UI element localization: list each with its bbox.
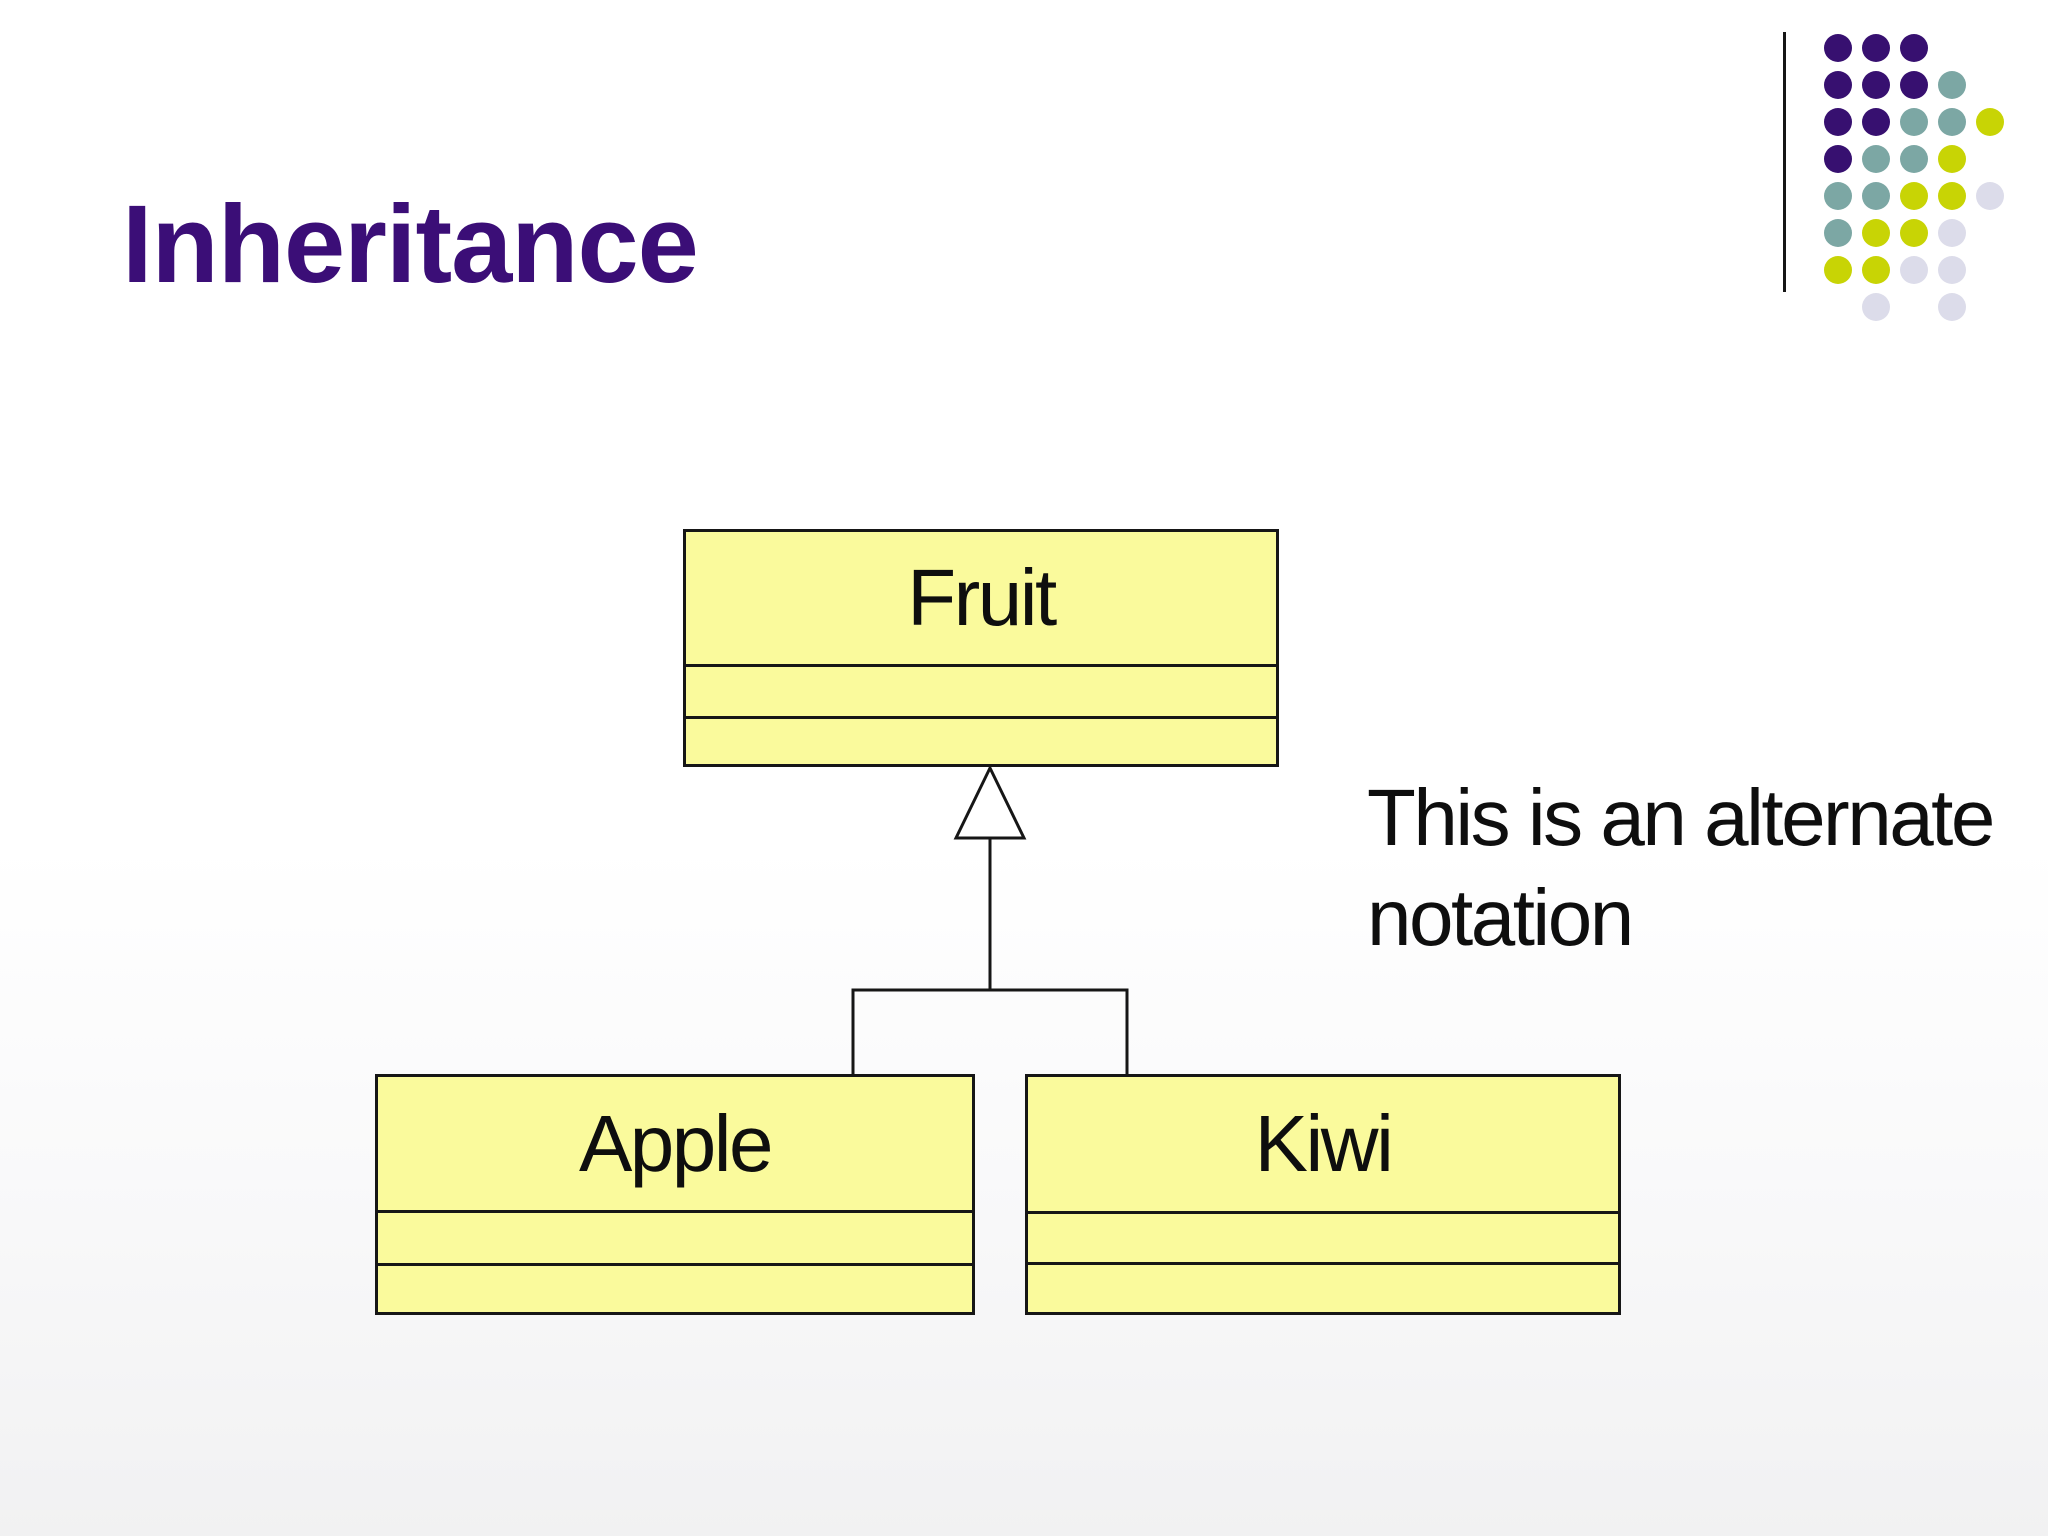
generalization-triangle-icon: [953, 764, 1027, 840]
ornament-dot: [1900, 71, 1928, 99]
class-name-compartment: Kiwi: [1028, 1077, 1618, 1214]
class-name-compartment: Apple: [378, 1077, 972, 1213]
attributes-compartment: [1028, 1214, 1618, 1265]
ornament-dot: [1862, 71, 1890, 99]
ornament-dot: [1938, 108, 1966, 136]
ornament-dot: [1824, 145, 1852, 173]
ornament-dot: [1900, 256, 1928, 284]
ornament-dot: [1938, 182, 1966, 210]
ornament-dot: [1824, 71, 1852, 99]
class-label-apple: Apple: [578, 1098, 774, 1188]
attributes-compartment: [378, 1213, 972, 1266]
class-box-kiwi: Kiwi: [1025, 1074, 1621, 1315]
operations-compartment: [378, 1266, 972, 1312]
attributes-compartment: [686, 667, 1276, 719]
ornament-dot: [1824, 256, 1852, 284]
ornament-dot: [1900, 145, 1928, 173]
ornament-dot: [1900, 108, 1928, 136]
ornament-dot: [1938, 293, 1966, 321]
ornament-dot: [1938, 71, 1966, 99]
annotation-text: This is an alternate notation: [1367, 773, 1995, 962]
ornament-dot: [1862, 108, 1890, 136]
ornament-dot: [1824, 34, 1852, 62]
ornament-dot: [1900, 34, 1928, 62]
ornament-dot: [1824, 219, 1852, 247]
class-name-compartment: Fruit: [686, 532, 1276, 667]
ornament-dot: [1862, 219, 1890, 247]
class-label-fruit: Fruit: [907, 553, 1057, 642]
ornament-dot: [1824, 108, 1852, 136]
ornament-dot: [1862, 34, 1890, 62]
connector-branch-line: [851, 988, 1129, 1075]
slide-title: Inheritance: [122, 183, 699, 306]
operations-compartment: [1028, 1265, 1618, 1312]
ornament-dot: [1862, 256, 1890, 284]
ornament-dot: [1900, 182, 1928, 210]
ornament-dot: [1862, 145, 1890, 173]
ornament-dot: [1862, 293, 1890, 321]
class-box-apple: Apple: [375, 1074, 975, 1315]
class-box-fruit: Fruit: [683, 529, 1279, 767]
ornament-dot: [1900, 219, 1928, 247]
ornament-vertical-line: [1783, 32, 1786, 292]
ornament-dot: [1938, 256, 1966, 284]
class-label-kiwi: Kiwi: [1254, 1099, 1394, 1188]
ornament-dot: [1976, 182, 2004, 210]
ornament-dot: [1824, 182, 1852, 210]
ornament-dot: [1938, 219, 1966, 247]
ornament-dot: [1862, 182, 1890, 210]
ornament-dot: [1938, 145, 1966, 173]
ornament-dot: [1976, 108, 2004, 136]
operations-compartment: [686, 719, 1276, 764]
